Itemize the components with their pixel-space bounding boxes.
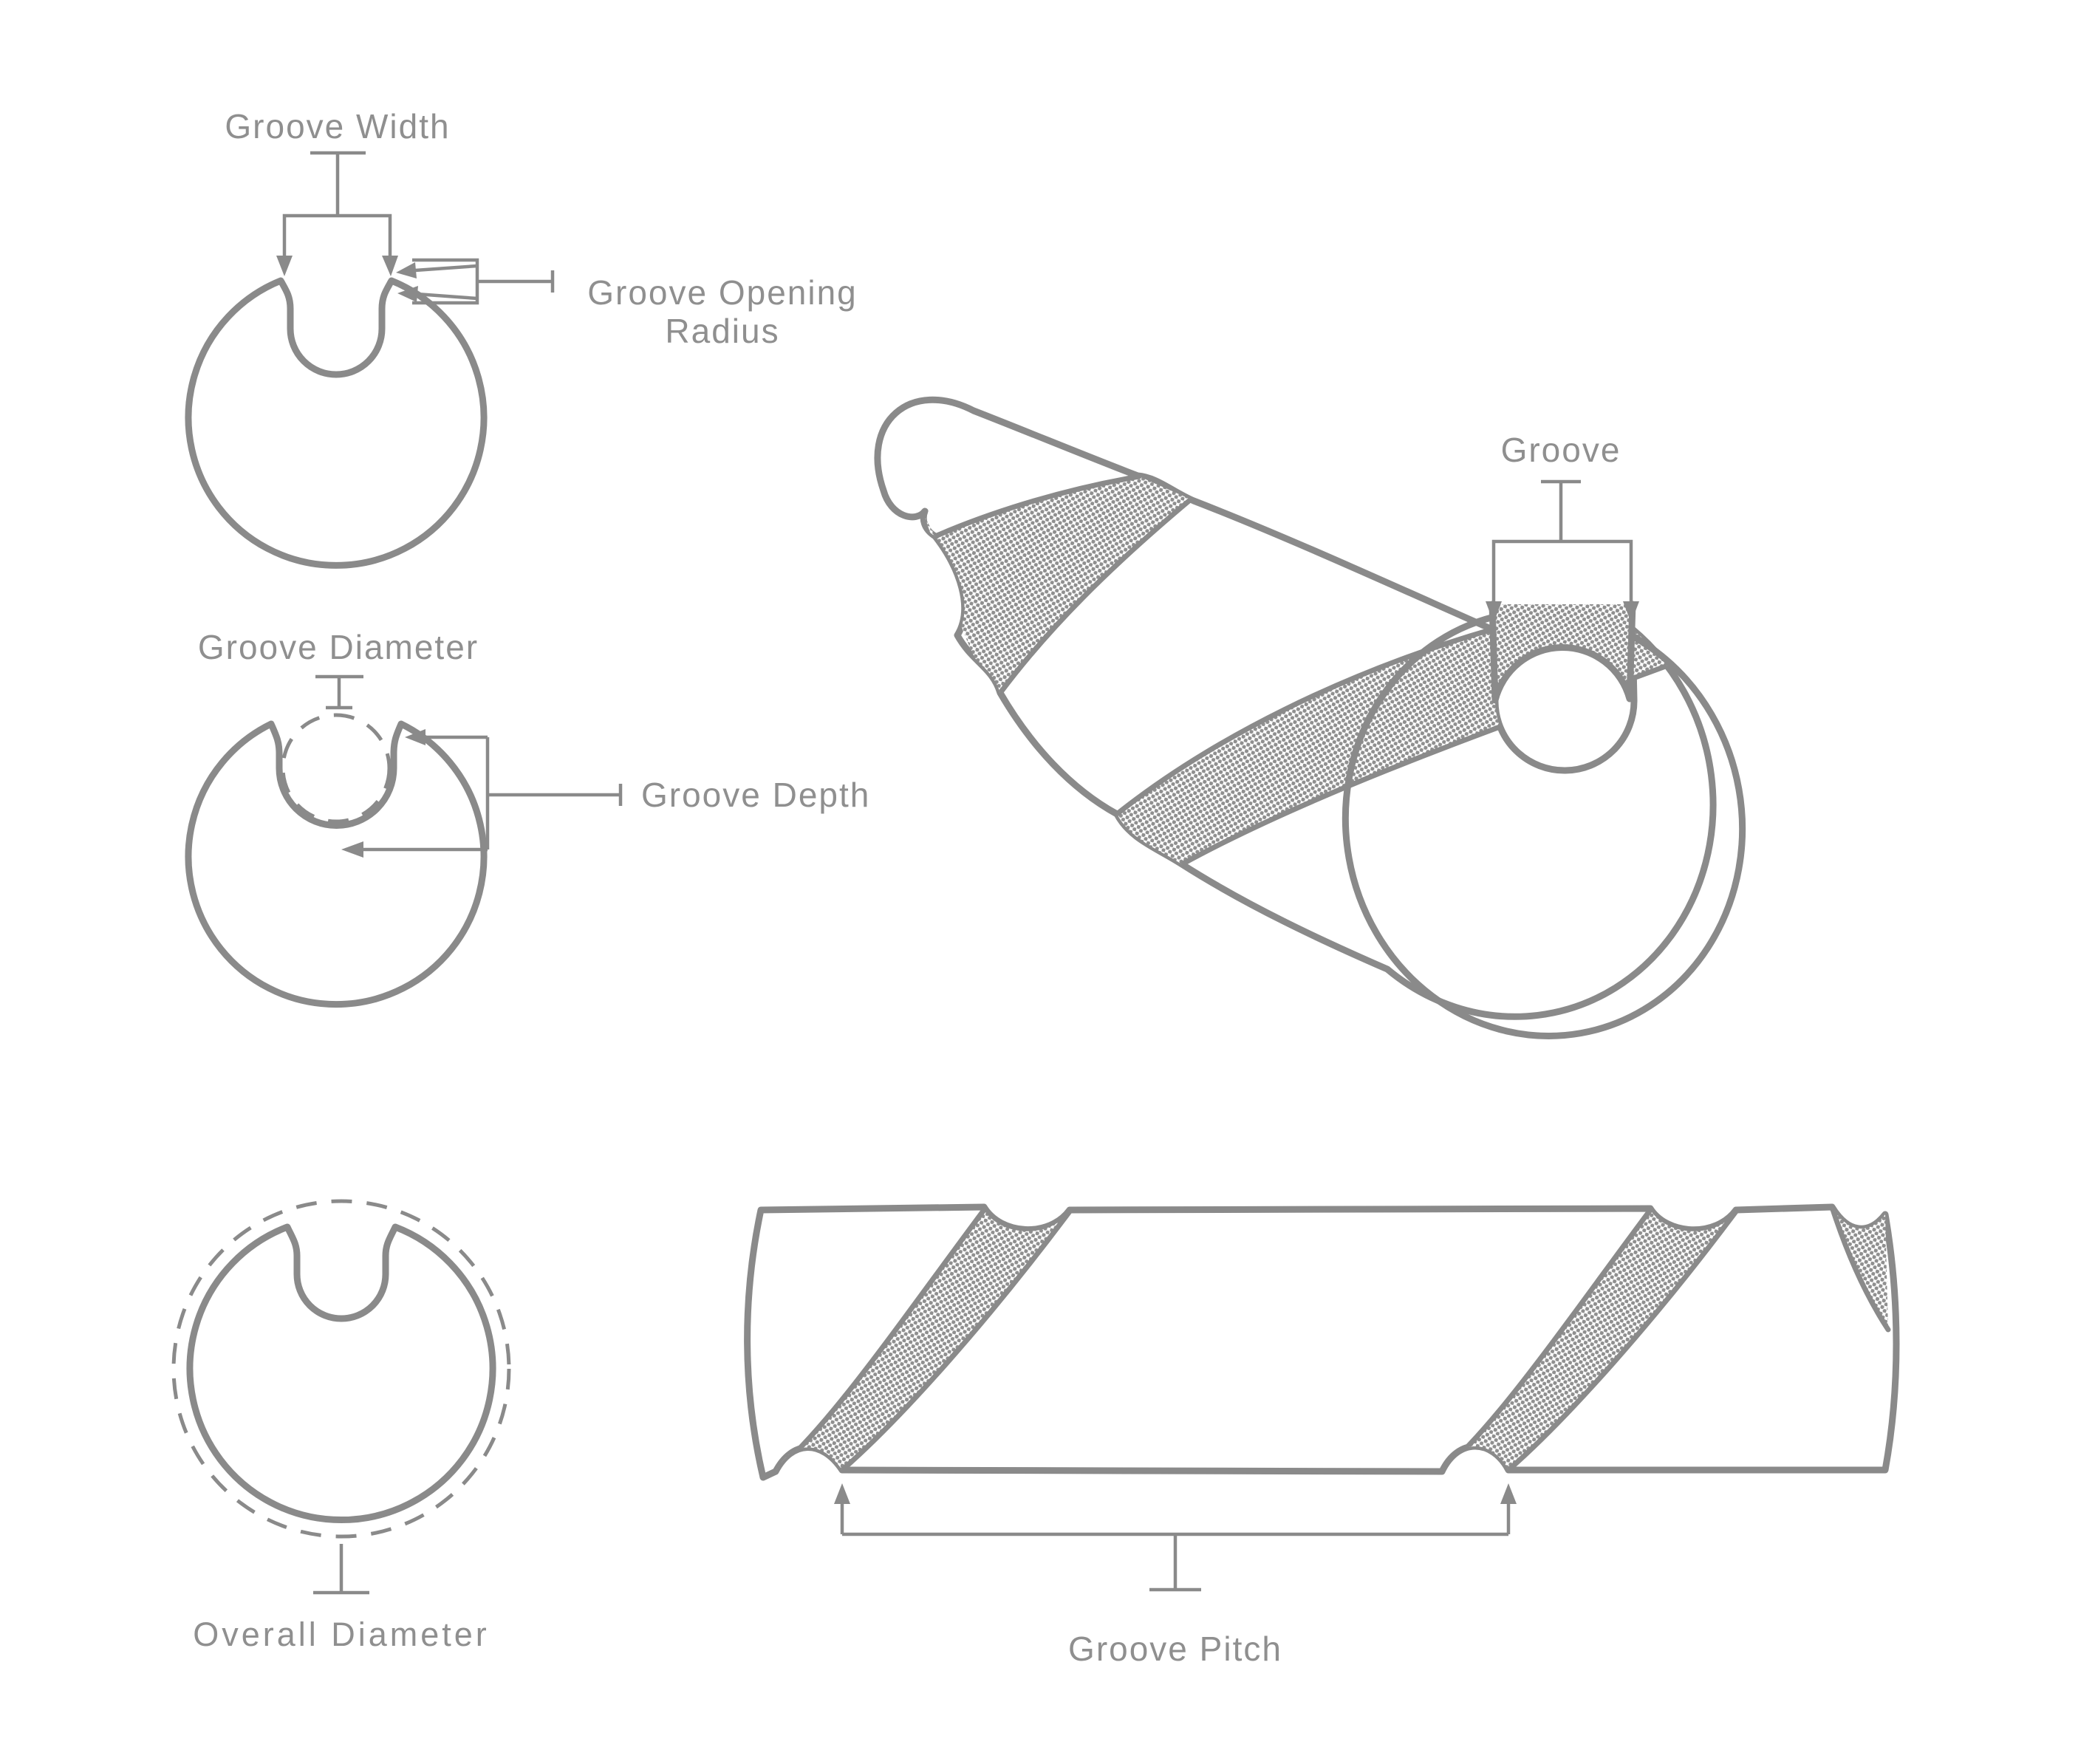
arrow-left-icon (397, 286, 418, 302)
groove-label: Groove (1501, 431, 1621, 469)
groove-pitch-callout: Groove Pitch (834, 1483, 1517, 1668)
overall-diameter-dashed-circle (171, 1199, 511, 1539)
groove-opening-radius-callout: Groove Opening Radius (396, 258, 858, 350)
side-band-2 (1442, 1210, 1736, 1471)
groove-depth-callout: Groove Depth (341, 729, 870, 858)
panel-side-view: Groove Pitch (744, 1203, 1900, 1668)
groove-opening-radius-label-line1: Groove Opening (587, 273, 858, 312)
leader-bracket (1491, 539, 1633, 606)
panel-groove-width: Groove Width Groove Opening Radius (185, 107, 858, 569)
band-edge (932, 474, 1142, 539)
helix-band-1 (925, 476, 1191, 693)
panel-perspective-view: Groove (874, 396, 1746, 1039)
panel-groove-diameter: Groove Diameter Groove Depth (185, 628, 870, 1008)
arrow-up-icon (834, 1483, 850, 1504)
band-edge (773, 1207, 987, 1474)
arrow-down-icon (1623, 601, 1639, 623)
leader-arrow-shaft (414, 264, 478, 273)
cross-section-overall-diameter-shape (186, 1223, 496, 1524)
panel-overall-diameter: Overall Diameter (171, 1199, 511, 1653)
groove-notch-outline (1489, 601, 1636, 704)
groove-width-callout: Groove Width (225, 107, 450, 276)
arrow-down-icon (382, 256, 398, 276)
groove-diameter-label: Groove Diameter (198, 628, 479, 666)
leader-arrow-shaft (416, 292, 478, 301)
side-band-3-partial (1832, 1207, 1888, 1330)
leader-bracket (282, 213, 392, 260)
side-band-1 (776, 1210, 1070, 1471)
groove-opening-radius-label-line2: Radius (665, 312, 779, 350)
groove-notch-fill (1492, 604, 1633, 700)
band-edge (839, 1209, 1073, 1473)
groove-depth-label: Groove Depth (641, 776, 870, 814)
groove-diameter-dashed-circle (281, 713, 392, 824)
band-edge (1829, 1207, 1891, 1333)
arrow-down-icon (276, 256, 293, 276)
groove-callout: Groove (1486, 431, 1639, 623)
arrow-left-icon (396, 262, 417, 278)
overall-diameter-callout: Overall Diameter (193, 1544, 490, 1653)
groove-diameter-callout: Groove Diameter (198, 628, 479, 710)
overall-diameter-label: Overall Diameter (193, 1616, 490, 1653)
band-edge (1505, 1209, 1739, 1473)
band-edge (997, 496, 1194, 696)
helix-bands-side (773, 1207, 1891, 1474)
groove-width-label: Groove Width (225, 107, 450, 146)
groove-pitch-label: Groove Pitch (1068, 1630, 1282, 1668)
cross-section-groove-width-shape (185, 277, 488, 569)
helix-bands-3d (925, 474, 1714, 867)
arrow-up-icon (1500, 1483, 1517, 1504)
arrow-left-icon (405, 729, 425, 745)
cross-section-groove-diameter-shape (185, 720, 488, 1008)
arrow-left-icon (341, 841, 363, 858)
side-view-body (744, 1203, 1900, 1481)
arrow-down-icon (1486, 601, 1502, 623)
cylinder-body (874, 396, 1717, 1020)
